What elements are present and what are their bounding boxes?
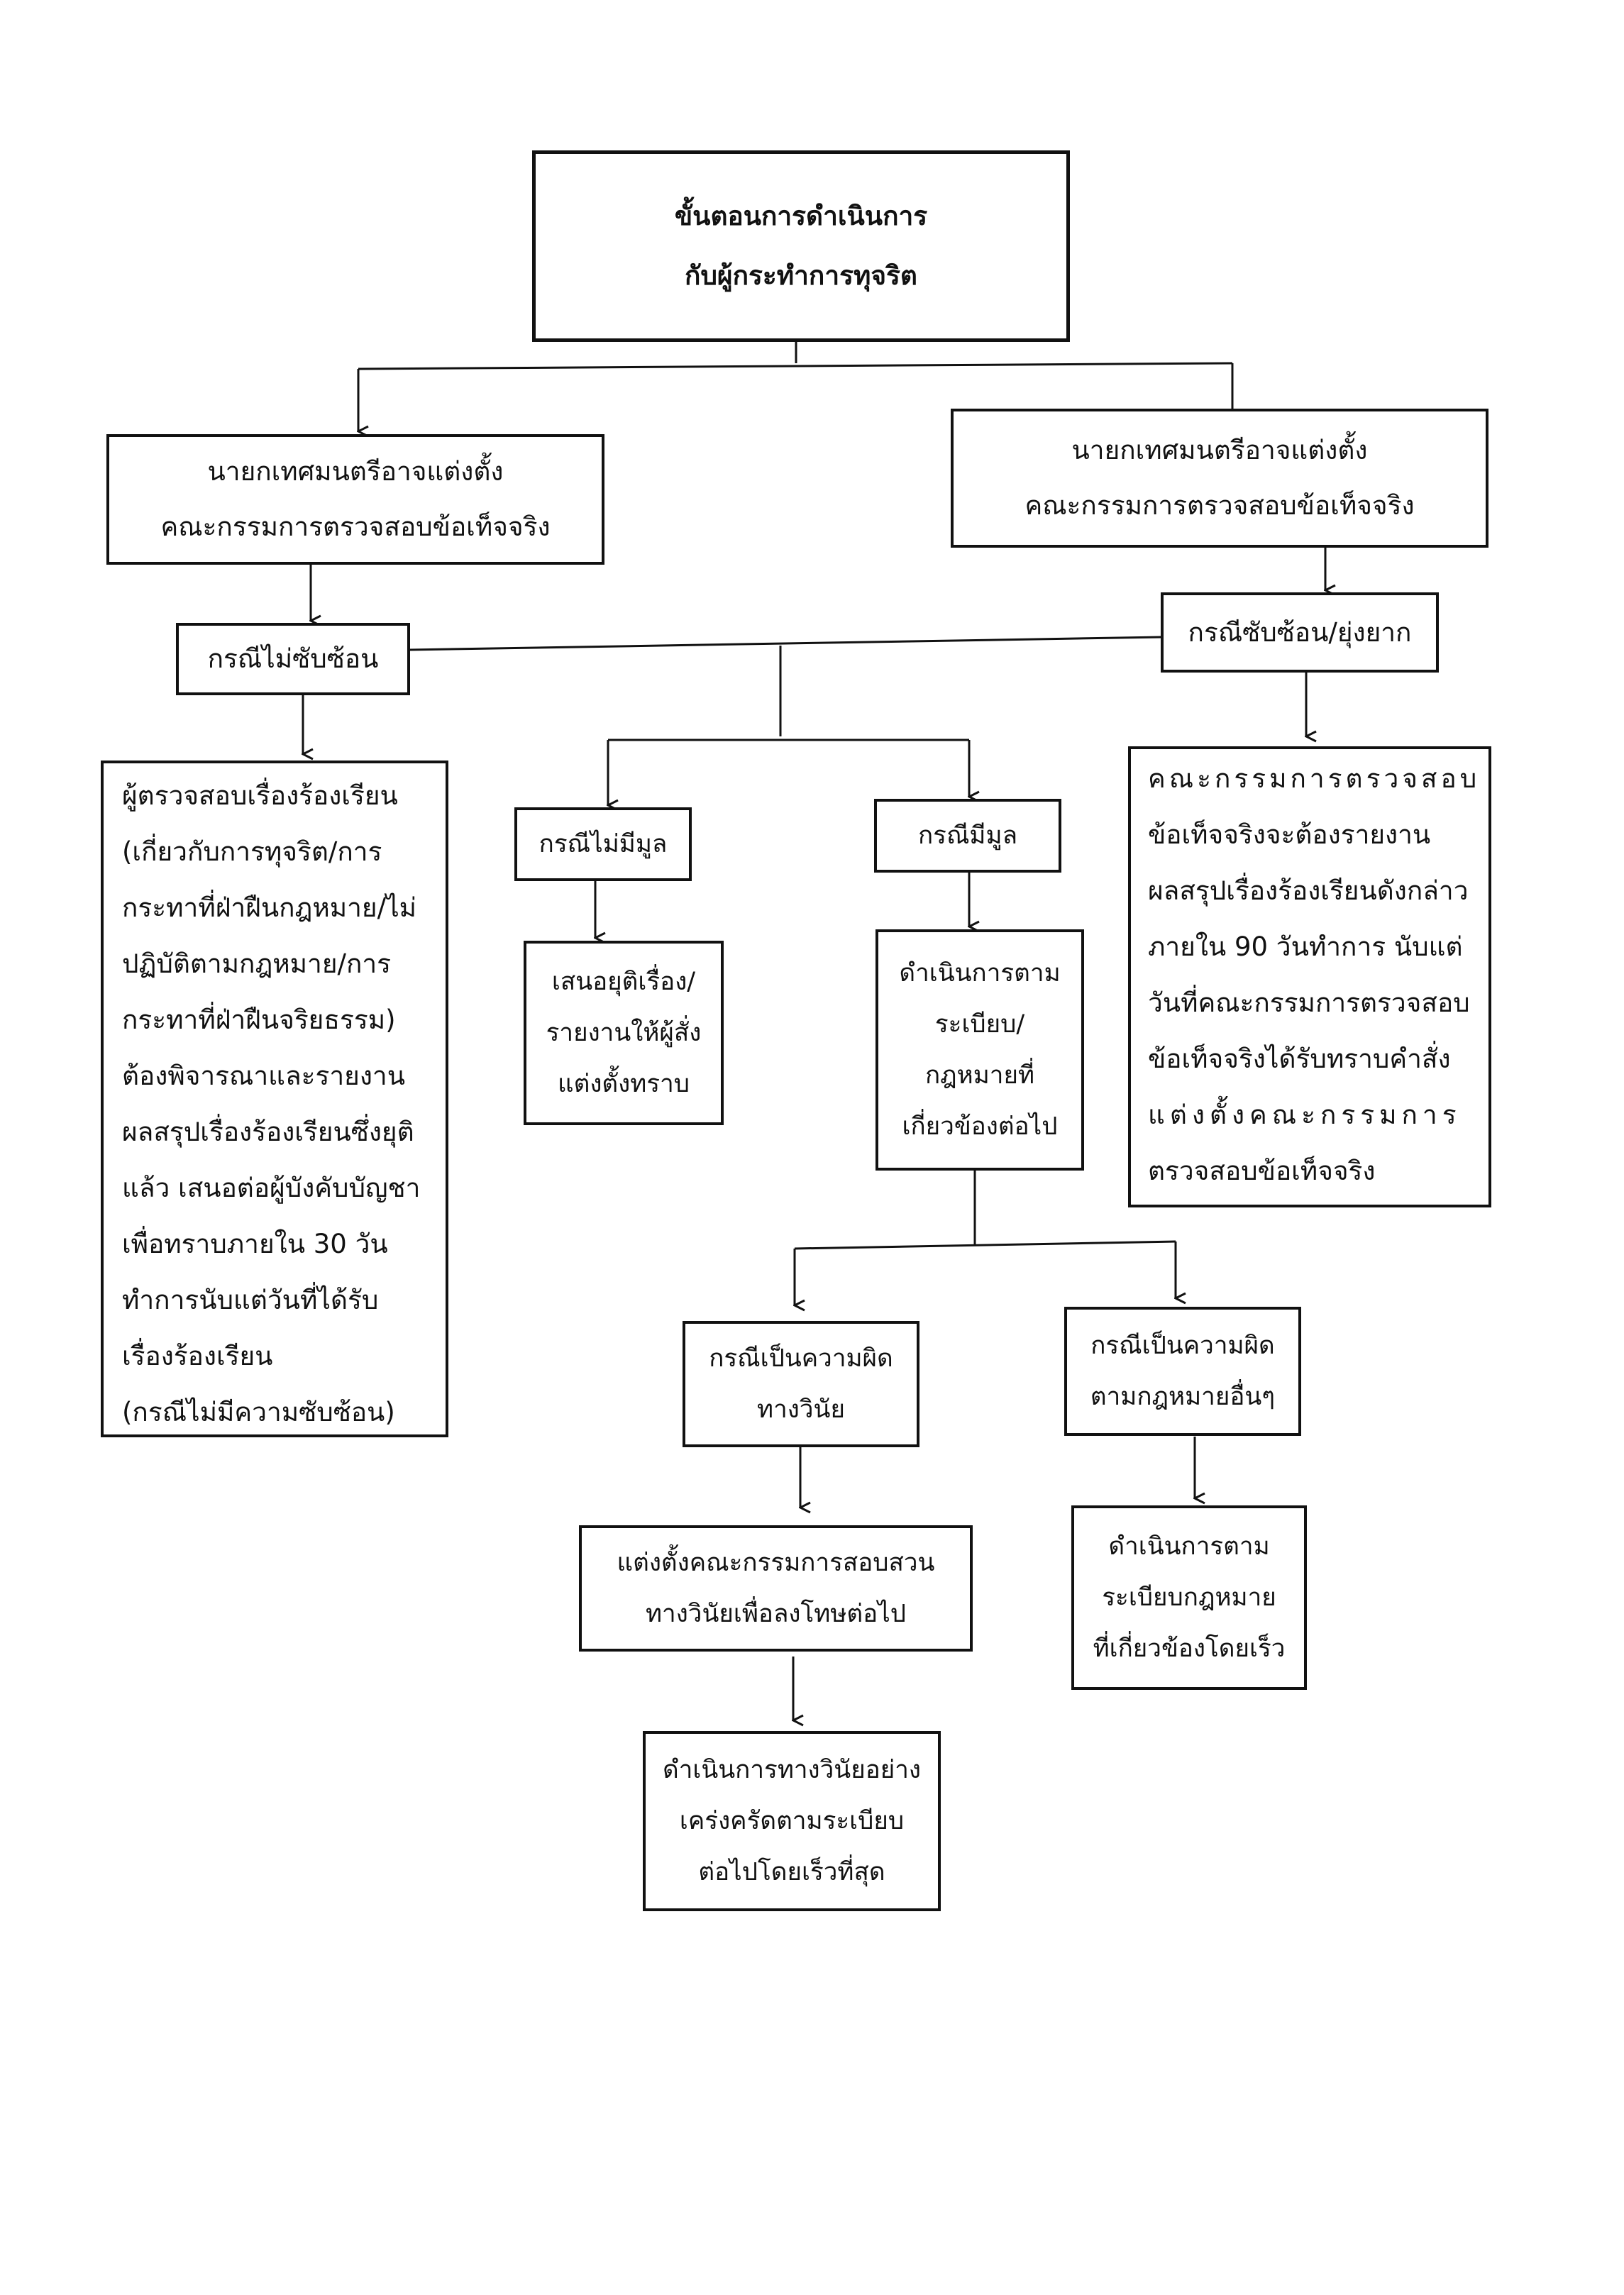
simple-detail-line: เรื่องร้องเรียน <box>122 1341 273 1371</box>
other-law-line: กรณีเป็นความผิด <box>1090 1332 1275 1360</box>
no-basis-action-box: เสนอยุติเรื่อง/ รายงานให้ผู้สั่ง แต่งตั้… <box>524 941 724 1125</box>
title-line-1: ขั้นตอนการดำเนินการ <box>674 201 928 231</box>
disciplinary-committee-line: ทางวินัยเพื่อลงโทษต่อไป <box>645 1600 906 1628</box>
simple-detail-line: ปฏิบัติตามกฎหมาย/การ <box>122 949 392 979</box>
complex-detail-line: คณะกรรมการตรวจสอบ <box>1148 763 1481 794</box>
simple-detail-line: แล้ว เสนอต่อผู้บังคับบัญชา <box>122 1173 421 1203</box>
appoint-right-line-2: คณะกรรมการตรวจสอบข้อเท็จจริง <box>1024 490 1415 521</box>
case-not-complex-label: กรณีไม่ซับซ้อน <box>207 643 379 674</box>
complex-detail-line: วันที่คณะกรรมการตรวจสอบ <box>1148 988 1470 1018</box>
other-law-action-line: ระเบียบกฎหมาย <box>1102 1583 1276 1612</box>
disciplinary-action-line: เคร่งครัดตามระเบียบ <box>679 1807 905 1835</box>
other-law-action-box: ดำเนินการตาม ระเบียบกฎหมาย ที่เกี่ยวข้อง… <box>1071 1505 1307 1690</box>
disciplinary-action-line: ดำเนินการทางวินัยอย่าง <box>662 1756 921 1784</box>
complex-detail-line: แต่งตั้งคณะกรรมการ <box>1148 1100 1462 1130</box>
case-has-basis-box: กรณีมีมูล <box>874 799 1061 873</box>
simple-detail-line: (กรณีไม่มีความซับซ้อน) <box>122 1397 395 1427</box>
complex-detail-line: ตรวจสอบข้อเท็จจริง <box>1148 1156 1376 1186</box>
disciplinary-line: ทางวินัย <box>757 1395 845 1424</box>
no-basis-action-line: เสนอยุติเรื่อง/ <box>551 968 696 996</box>
case-complex-label: กรณีซับซ้อน/ยุ่งยาก <box>1188 616 1412 648</box>
disciplinary-offense-box: กรณีเป็นความผิด ทางวินัย <box>683 1321 919 1447</box>
disciplinary-committee-line: แต่งตั้งคณะกรรมการสอบสวน <box>617 1549 935 1577</box>
has-basis-action-line: ดำเนินการตาม <box>899 959 1061 988</box>
appoint-committee-right-box: นายกเทศมนตรีอาจแต่งตั้ง คณะกรรมการตรวจสอ… <box>951 409 1488 548</box>
other-law-offense-box: กรณีเป็นความผิด ตามกฎหมายอื่นๆ <box>1064 1307 1301 1436</box>
has-basis-action-line: กฎหมายที่ <box>924 1061 1035 1090</box>
has-basis-action-line: เกี่ยวข้องต่อไป <box>902 1112 1058 1141</box>
simple-detail-line: ผู้ตรวจสอบเรื่องร้องเรียน <box>122 780 398 811</box>
complex-detail-line: ผลสรุปเรื่องร้องเรียนดังกล่าว <box>1148 875 1469 906</box>
simple-detail-line: เพื่อทราบภายใน 30 วัน <box>122 1229 388 1259</box>
title-box: ขั้นตอนการดำเนินการ กับผู้กระทำการทุจริต <box>532 150 1070 342</box>
appoint-committee-left-box: นายกเทศมนตรีอาจแต่งตั้ง คณะกรรมการตรวจสอ… <box>106 434 604 565</box>
simple-detail-line: ต้องพิจารณาและรายงาน <box>122 1061 405 1091</box>
disciplinary-committee-box: แต่งตั้งคณะกรรมการสอบสวน ทางวินัยเพื่อลง… <box>579 1525 973 1652</box>
has-basis-action-box: ดำเนินการตาม ระเบียบ/ กฎหมายที่ เกี่ยวข้… <box>875 929 1084 1171</box>
appoint-left-line-1: นายกเทศมนตรีอาจแต่งตั้ง <box>207 456 504 487</box>
case-no-basis-label: กรณีไม่มีมูล <box>538 830 668 858</box>
other-law-line: ตามกฎหมายอื่นๆ <box>1090 1383 1276 1411</box>
case-has-basis-label: กรณีมีมูล <box>917 822 1018 850</box>
case-complex-box: กรณีซับซ้อน/ยุ่งยาก <box>1161 592 1439 673</box>
complex-case-detail-box: คณะกรรมการตรวจสอบ ข้อเท็จจริงจะต้องรายงา… <box>1128 746 1491 1207</box>
disciplinary-line: กรณีเป็นความผิด <box>709 1344 893 1373</box>
simple-detail-line: กระทาที่ฝ่าฝืนจริยธรรม) <box>122 1005 396 1035</box>
simple-detail-line: ทำการนับแต่วันที่ได้รับ <box>122 1285 379 1315</box>
simple-detail-line: (เกี่ยวกับการทุจริต/การ <box>122 836 382 867</box>
complex-detail-line: ข้อเท็จจริงได้รับทราบคำสั่ง <box>1148 1044 1451 1074</box>
other-law-action-line: ที่เกี่ยวข้องโดยเร็ว <box>1093 1635 1286 1663</box>
no-basis-action-line: แต่งตั้งทราบ <box>558 1070 690 1098</box>
case-not-complex-box: กรณีไม่ซับซ้อน <box>176 623 410 695</box>
no-basis-action-line: รายงานให้ผู้สั่ง <box>546 1019 702 1047</box>
complex-detail-line: ข้อเท็จจริงจะต้องรายงาน <box>1148 819 1431 850</box>
case-no-basis-box: กรณีไม่มีมูล <box>514 807 692 881</box>
simple-detail-line: กระทาที่ฝ่าฝืนกฎหมาย/ไม่ <box>122 892 417 923</box>
appoint-right-line-1: นายกเทศมนตรีอาจแต่งตั้ง <box>1071 435 1368 465</box>
disciplinary-action-box: ดำเนินการทางวินัยอย่าง เคร่งครัดตามระเบี… <box>643 1731 941 1911</box>
has-basis-action-line: ระเบียบ/ <box>934 1010 1025 1039</box>
complex-detail-line: ภายใน 90 วันทำการ นับแต่ <box>1148 931 1463 962</box>
disciplinary-action-line: ต่อไปโดยเร็วที่สุด <box>698 1858 885 1886</box>
simple-detail-line: ผลสรุปเรื่องร้องเรียนซึ่งยุติ <box>122 1117 414 1147</box>
title-line-2: กับผู้กระทำการทุจริต <box>685 260 917 291</box>
other-law-action-line: ดำเนินการตาม <box>1108 1532 1270 1561</box>
appoint-left-line-2: คณะกรรมการตรวจสอบข้อเท็จจริง <box>160 511 551 542</box>
simple-case-detail-box: ผู้ตรวจสอบเรื่องร้องเรียน (เกี่ยวกับการท… <box>101 761 448 1437</box>
